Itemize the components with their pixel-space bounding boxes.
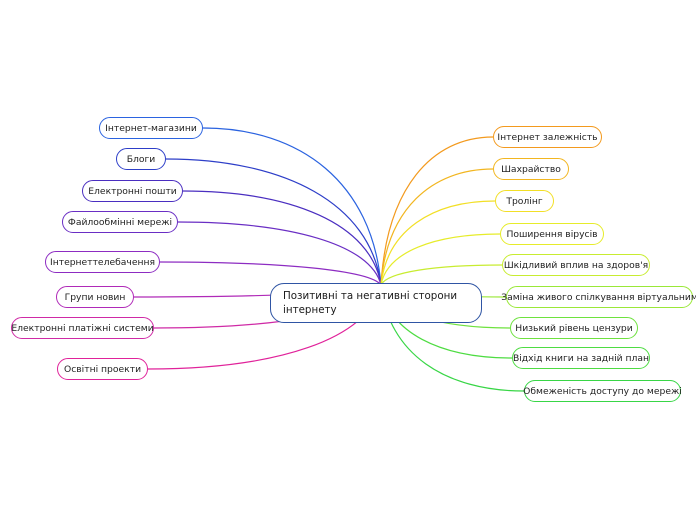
connector-topic-blogs — [165, 158, 382, 286]
topic-payment-systems[interactable]: Електронні платіжні системи — [11, 317, 154, 339]
connector-topic-trolling — [380, 200, 496, 286]
connector-topic-health-harm — [380, 264, 503, 286]
topic-viruses[interactable]: Поширення вірусів — [500, 223, 604, 245]
topic-virtual-communication[interactable]: Заміна живого спілкування віртуальним — [501, 286, 696, 308]
connector-topic-file-sharing — [177, 221, 382, 286]
topic-low-censorship[interactable]: Низький рівень цензури — [510, 317, 638, 339]
topic-education[interactable]: Освітні проекти — [57, 358, 148, 380]
topic-blogs[interactable]: Блоги — [116, 148, 166, 170]
topic-email[interactable]: Електронні пошти — [82, 180, 183, 202]
connector-topic-internet-tv — [159, 261, 382, 286]
connector-topic-email — [182, 190, 382, 286]
topic-online-shops[interactable]: Інтернет-магазини — [99, 117, 203, 139]
topic-trolling[interactable]: Тролінг — [495, 190, 554, 212]
topic-file-sharing[interactable]: Файлообмінні мережі — [62, 211, 178, 233]
connector-topic-viruses — [380, 233, 501, 286]
topic-fraud[interactable]: Шахрайство — [493, 158, 569, 180]
topic-addiction[interactable]: Інтернет залежність — [493, 126, 602, 148]
connector-topic-fraud — [380, 168, 494, 286]
topic-internet-tv[interactable]: Інтернеттелебачення — [45, 251, 160, 273]
connector-topic-online-shops — [202, 127, 382, 286]
topic-health-harm[interactable]: Шкідливий вплив на здоров'я — [502, 254, 650, 276]
central-topic[interactable]: Позитивні та негативні сторони інтернету — [270, 283, 482, 323]
connector-topic-addiction — [380, 136, 494, 286]
topic-limited-access[interactable]: Обмеженість доступу до мережі — [523, 380, 682, 402]
topic-newsgroups[interactable]: Групи новин — [56, 286, 134, 308]
topic-books-decline[interactable]: Відхід книги на задній план — [512, 347, 650, 369]
